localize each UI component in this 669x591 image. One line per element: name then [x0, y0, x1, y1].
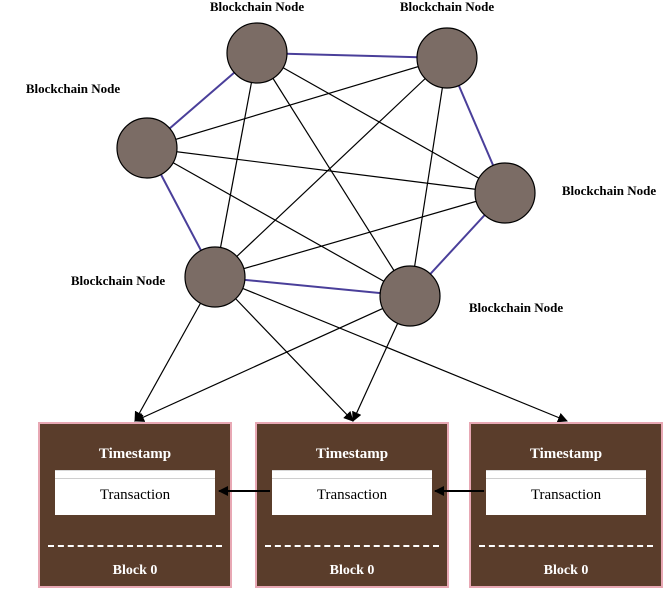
node-label: Blockchain Node — [562, 183, 656, 198]
block-timestamp: Timestamp — [98, 446, 172, 462]
block-divider — [265, 545, 439, 547]
transaction-box: Transaction — [55, 470, 215, 515]
node-edge — [214, 52, 258, 278]
node-edge — [146, 147, 506, 194]
ring-edge — [256, 52, 448, 59]
node-edge — [256, 52, 506, 194]
block-1: Timestamp Transaction Block 0 — [38, 422, 232, 588]
block-label: Block 0 — [112, 563, 158, 578]
block-label: Block 0 — [329, 563, 375, 578]
node-to-block-arrow — [134, 307, 383, 422]
block-divider — [48, 545, 222, 547]
blockchain-node — [379, 265, 441, 327]
transaction-box: Transaction — [486, 470, 646, 515]
blockchain-node — [116, 117, 178, 179]
transaction-label: Transaction — [530, 487, 602, 503]
blockchain-node — [184, 246, 246, 308]
block-divider — [479, 545, 653, 547]
node-edge — [146, 147, 411, 297]
transaction-label: Transaction — [99, 487, 171, 503]
node-label: Blockchain Node — [469, 300, 563, 315]
node-edge — [409, 57, 448, 297]
node-label: Blockchain Node — [400, 0, 494, 14]
block-label: Block 0 — [543, 563, 589, 578]
ring-edge — [214, 276, 411, 297]
node-label: Blockchain Node — [210, 0, 304, 14]
node-to-block-arrow — [352, 323, 399, 422]
node-to-block-arrow — [235, 298, 354, 422]
transaction-box: Transaction — [272, 470, 432, 515]
block-timestamp: Timestamp — [529, 446, 603, 462]
node-to-block-arrow — [134, 302, 202, 422]
block-timestamp: Timestamp — [315, 446, 389, 462]
blockchain-node — [474, 162, 536, 224]
node-edge — [146, 57, 448, 149]
transaction-label: Transaction — [316, 487, 388, 503]
block-2: Timestamp Transaction Block 0 — [255, 422, 449, 588]
node-edge — [214, 192, 506, 278]
block-3: Timestamp Transaction Block 0 — [469, 422, 663, 588]
blockchain-node — [226, 22, 288, 84]
node-edge — [214, 57, 448, 278]
node-label: Blockchain Node — [71, 273, 165, 288]
blockchain-node — [416, 27, 478, 89]
node-label: Blockchain Node — [26, 81, 120, 96]
node-edge — [256, 52, 411, 297]
node-to-block-arrow — [242, 287, 568, 423]
